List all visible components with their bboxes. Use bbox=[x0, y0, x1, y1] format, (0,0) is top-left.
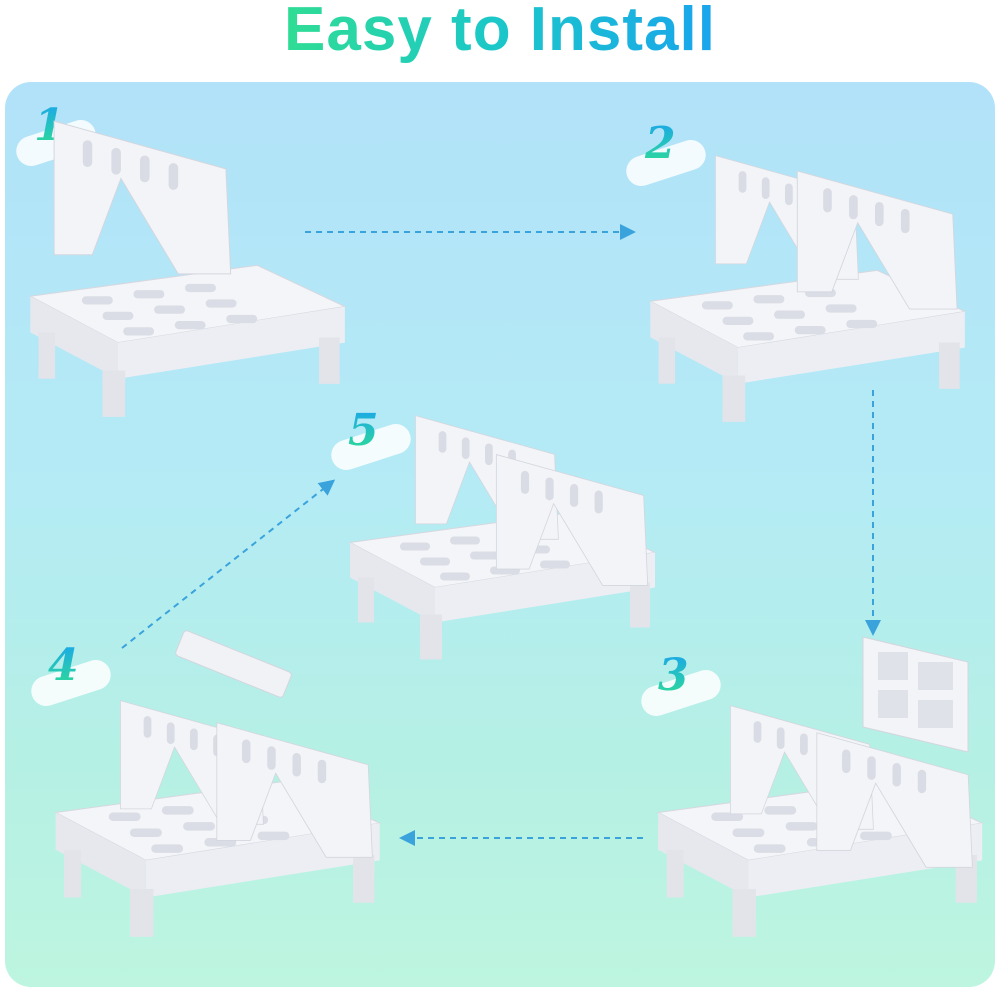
step-number: 2 bbox=[645, 118, 676, 169]
back-panel-illustration bbox=[862, 636, 969, 753]
page-title: Easy to Install bbox=[0, 0, 1000, 65]
step-number: 5 bbox=[348, 405, 379, 456]
arrow-step4-to-step5 bbox=[121, 479, 336, 649]
step-number: 3 bbox=[658, 650, 689, 701]
step-number: 4 bbox=[48, 640, 79, 691]
